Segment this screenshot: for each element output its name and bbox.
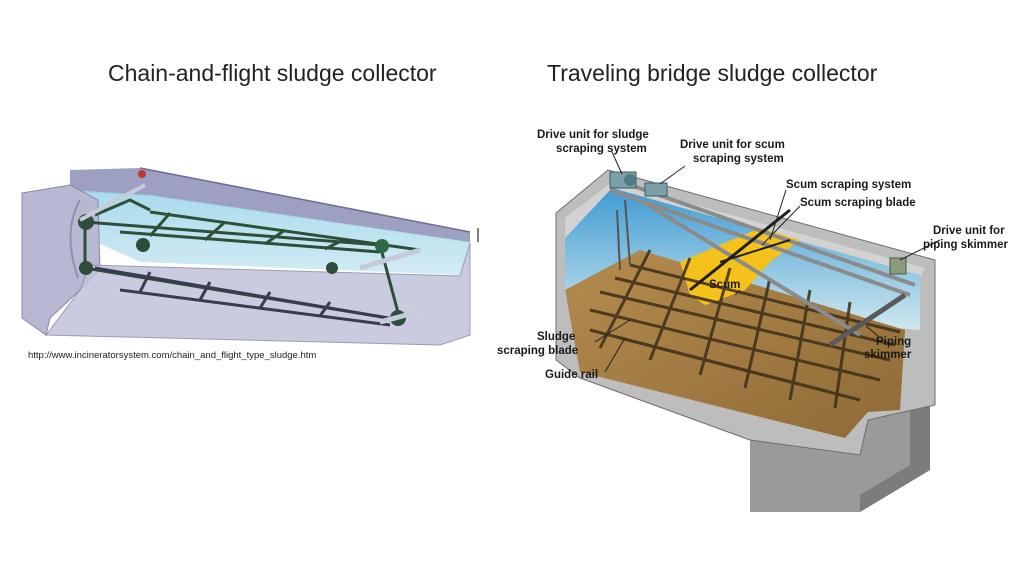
piping-skimmer xyxy=(828,292,907,348)
label-sludge-blade-1: Sludge xyxy=(537,331,575,343)
tank-back-wall xyxy=(70,168,470,243)
label-drive-piping-2: piping skimmer xyxy=(923,239,1009,251)
drive-motor-marker xyxy=(138,170,146,178)
drive-unit-sludge xyxy=(609,171,637,189)
upper-flights xyxy=(94,198,421,254)
lower-flights xyxy=(94,266,401,327)
label-scum: Scum xyxy=(709,279,740,291)
guide-rail-grid xyxy=(589,249,901,409)
source-url: http://www.incineratorsystem.com/chain_a… xyxy=(28,350,317,361)
label-scum-blade: Scum scraping blade xyxy=(800,197,916,209)
label-drive-scum-2: scraping system xyxy=(693,153,784,165)
traveling-bridge-collector-diagram: Drive unit for sludge scraping system Dr… xyxy=(497,129,1009,512)
label-piping-2: skimmer xyxy=(864,349,912,361)
drive-unit-piping xyxy=(889,257,907,275)
water-surface xyxy=(70,190,470,275)
drive-unit-scum xyxy=(644,182,668,197)
label-drive-sludge-2: scraping system xyxy=(556,143,647,155)
label-guide-rail: Guide rail xyxy=(545,369,598,381)
left-diagram-title: Chain-and-flight sludge collector xyxy=(108,60,437,86)
tank-front-wall xyxy=(45,242,471,346)
right-diagram-title: Traveling bridge sludge collector xyxy=(547,60,878,86)
label-sludge-blade-2: scraping blade xyxy=(497,345,578,357)
chain-and-flight-collector-diagram xyxy=(21,167,479,346)
scum-blade-line xyxy=(689,208,791,292)
label-drive-sludge-1: Drive unit for sludge xyxy=(537,129,649,141)
label-piping-1: Piping xyxy=(876,336,911,348)
label-scum-system: Scum scraping system xyxy=(786,179,911,191)
bridge-rails xyxy=(609,180,916,337)
label-leaders xyxy=(594,151,941,373)
label-drive-piping-1: Drive unit for xyxy=(933,225,1005,237)
label-drive-scum-1: Drive unit for scum xyxy=(680,139,785,151)
